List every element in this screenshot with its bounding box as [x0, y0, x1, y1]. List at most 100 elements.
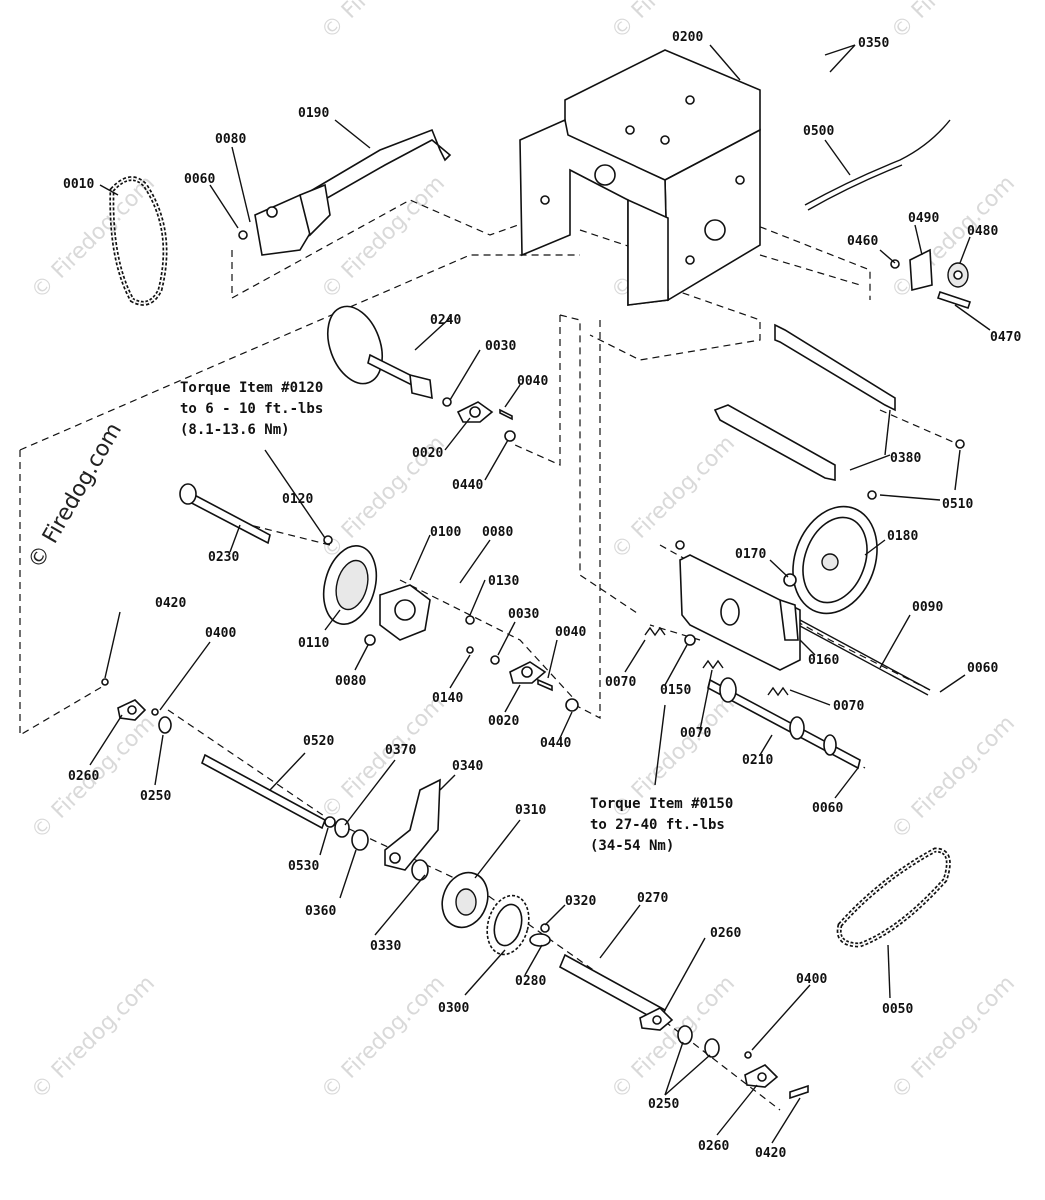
part-label: 0250	[140, 789, 171, 804]
part-label: 0350	[858, 36, 889, 51]
part-label: 0060	[812, 801, 843, 816]
watermark: © Firedog.com	[887, 971, 1020, 1104]
friction-wheel-0110	[322, 545, 475, 646]
watermark: © Firedog.com	[317, 971, 450, 1104]
part-label: 0150	[660, 683, 691, 698]
springs-0070	[644, 626, 789, 697]
part-label: 0100	[430, 525, 461, 540]
torque-note-line: Torque Item #0150	[590, 796, 733, 812]
part-label: 0260	[68, 769, 99, 784]
flange-0260-left	[101, 678, 172, 734]
part-label: 0130	[488, 574, 519, 589]
part-labels: 0200 0350 0190 0080 0060 0010 0500 0490 …	[63, 30, 1021, 1161]
shaft-0240	[327, 305, 433, 400]
part-label: 0060	[184, 172, 215, 187]
part-label: 0240	[430, 313, 461, 328]
part-label: 0400	[205, 626, 236, 641]
part-label: 0040	[517, 374, 548, 389]
shaft-0210	[707, 677, 861, 770]
sprocket-0300	[486, 894, 530, 956]
part-label: 0360	[305, 904, 336, 919]
watermark: © Firedog.com	[317, 0, 450, 44]
torque-note-line: (34-54 Nm)	[590, 838, 674, 854]
part-label: 0260	[698, 1139, 729, 1154]
part-label: 0080	[482, 525, 513, 540]
part-label: 0120	[282, 492, 313, 507]
part-label: 0170	[735, 547, 766, 562]
part-label: 0330	[370, 939, 401, 954]
watermark: © Firedog.com	[607, 431, 740, 564]
part-label: 0020	[412, 446, 443, 461]
shift-lever-0190	[238, 128, 452, 256]
hub-0310	[441, 871, 489, 929]
torque-note-line: (8.1-13.6 Nm)	[180, 422, 290, 438]
part-label: 0500	[803, 124, 834, 139]
part-label: 0310	[515, 803, 546, 818]
part-label: 0400	[796, 972, 827, 987]
part-label: 0530	[288, 859, 319, 874]
watermark: © Firedog.com	[887, 0, 1020, 44]
pulley-0180	[783, 505, 878, 615]
plate-0160	[675, 540, 801, 671]
part-label: 0210	[742, 753, 773, 768]
chain-0010	[109, 176, 168, 306]
part-label: 0200	[672, 30, 703, 45]
part-label: 0280	[515, 974, 546, 989]
part-label: 0050	[882, 1002, 913, 1017]
arm-0340	[384, 778, 441, 881]
cable-0500	[804, 119, 951, 211]
part-label: 0470	[990, 330, 1021, 345]
shaft-0230	[179, 483, 333, 545]
flange-0020-bottom	[466, 646, 579, 712]
part-label: 0270	[637, 891, 668, 906]
part-label: 0420	[755, 1146, 786, 1161]
torque-note-0150: Torque Item #0150 to 27-40 ft.-lbs (34-5…	[590, 796, 733, 854]
part-label: 0370	[385, 743, 416, 758]
part-label: 0260	[710, 926, 741, 941]
part-label: 0230	[208, 550, 239, 565]
part-label: 0520	[303, 734, 334, 749]
leader-lines	[89, 44, 991, 1144]
axle-0520	[201, 753, 369, 851]
watermark: © Firedog.com	[27, 971, 160, 1104]
part-label: 0490	[908, 211, 939, 226]
torque-note-0120: Torque Item #0120 to 6 - 10 ft.-lbs (8.1…	[180, 380, 323, 438]
torque-note-line: Torque Item #0120	[180, 380, 323, 396]
part-label: 0510	[942, 497, 973, 512]
part-label: 0180	[887, 529, 918, 544]
shaft-0090	[799, 619, 931, 696]
part-label: 0160	[808, 653, 839, 668]
part-label: 0070	[605, 675, 636, 690]
part-label: 0020	[488, 714, 519, 729]
part-label: 0070	[833, 699, 864, 714]
torque-note-line: to 27-40 ft.-lbs	[590, 817, 725, 833]
part-label: 0110	[298, 636, 329, 651]
part-label: 0140	[432, 691, 463, 706]
part-label: 0080	[215, 132, 246, 147]
part-label: 0080	[335, 674, 366, 689]
part-label: 0440	[540, 736, 571, 751]
chain-0050	[836, 847, 951, 948]
part-label: 0070	[680, 726, 711, 741]
flange-0020-top	[442, 397, 516, 442]
part-label: 0320	[565, 894, 596, 909]
part-label: 0040	[555, 625, 586, 640]
part-label: 0030	[508, 607, 539, 622]
part-label: 0030	[485, 339, 516, 354]
chassis-housing	[519, 49, 761, 306]
part-label: 0250	[648, 1097, 679, 1112]
watermark: © Firedog.com	[887, 711, 1020, 844]
torque-note-line: to 6 - 10 ft.-lbs	[180, 401, 323, 417]
part-label: 0480	[967, 224, 998, 239]
part-label: 0440	[452, 478, 483, 493]
flange-0260-bottom	[639, 1007, 809, 1100]
part-label: 0380	[890, 451, 921, 466]
bracket-0490	[890, 248, 972, 310]
shaft-0270	[529, 923, 667, 1024]
part-label: 0460	[847, 234, 878, 249]
part-label: 0190	[298, 106, 329, 121]
part-label: 0060	[967, 661, 998, 676]
part-label: 0340	[452, 759, 483, 774]
part-label: 0420	[155, 596, 186, 611]
